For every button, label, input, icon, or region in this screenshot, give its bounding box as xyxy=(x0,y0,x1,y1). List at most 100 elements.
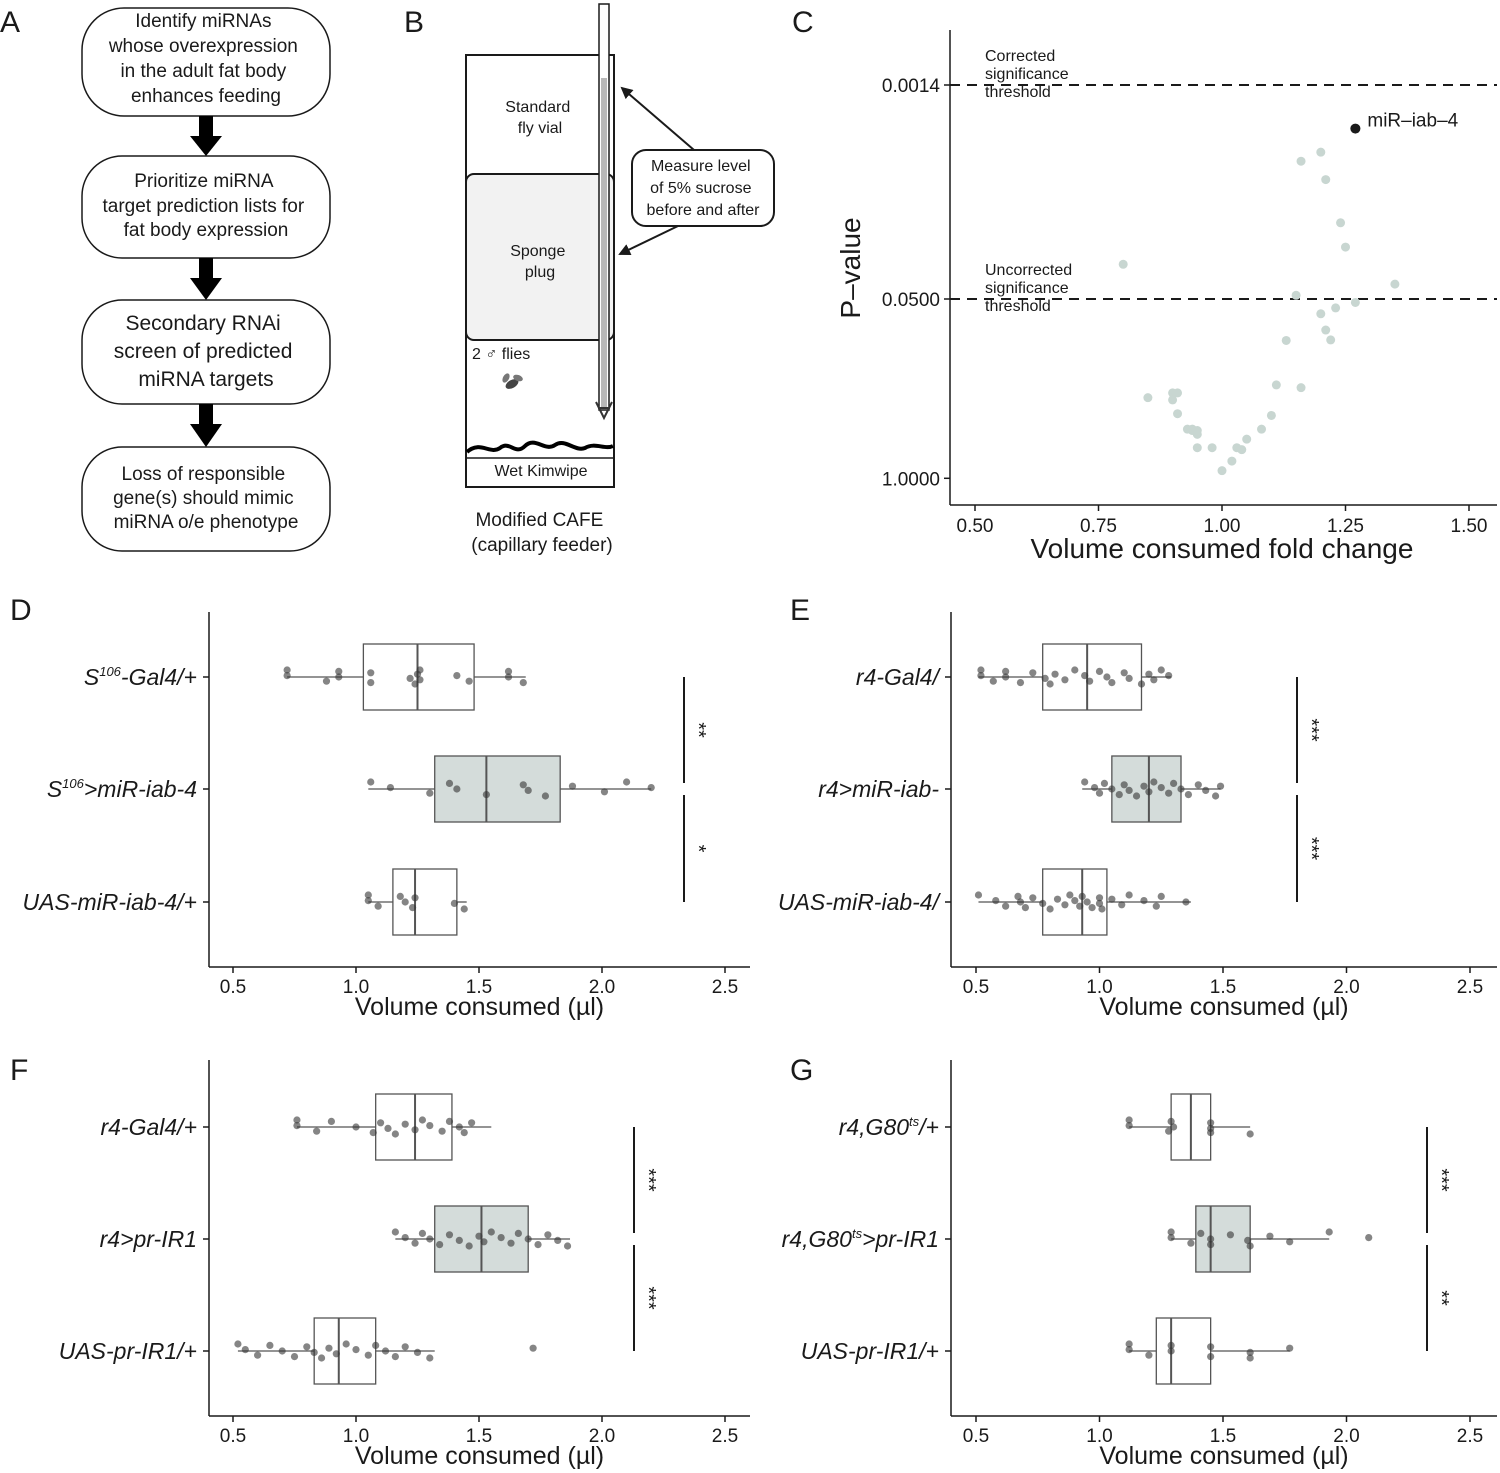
data-point xyxy=(367,778,375,786)
data-point xyxy=(234,1340,242,1348)
data-point xyxy=(1207,1124,1215,1132)
data-point xyxy=(325,1344,333,1352)
callout-arrow-top xyxy=(620,86,695,151)
scatter-point xyxy=(1257,424,1267,434)
data-point xyxy=(386,784,395,792)
data-point xyxy=(411,1126,419,1134)
group-label-part: r4>miR-iab- xyxy=(818,776,939,802)
significance-stars: ** xyxy=(687,722,709,738)
data-point xyxy=(1095,667,1104,676)
data-point xyxy=(563,1242,572,1250)
box xyxy=(313,1317,377,1385)
data-point xyxy=(1167,1347,1175,1355)
sponge-label: Sponge plug xyxy=(510,243,570,281)
data-point xyxy=(1211,792,1220,800)
scatter-point xyxy=(1321,325,1331,335)
scatter-point xyxy=(1321,175,1331,185)
data-point xyxy=(1194,781,1202,789)
data-point xyxy=(554,1236,562,1244)
data-point xyxy=(426,1122,434,1130)
scatter-point xyxy=(1168,395,1178,405)
panel-b: B Standard fly vial Sponge plug 2 ♂ flie… xyxy=(404,3,775,556)
data-point xyxy=(418,1116,427,1124)
data-point xyxy=(1145,788,1153,796)
data-point xyxy=(426,789,434,797)
data-point xyxy=(1165,1127,1173,1135)
flow-step-4-text: Loss of responsible gene(s) should mimic… xyxy=(113,464,299,533)
group-label-part: UAS-pr-IR1/+ xyxy=(801,1338,939,1364)
data-point xyxy=(519,781,527,789)
data-point xyxy=(1021,904,1029,912)
data-point xyxy=(426,1235,434,1243)
data-point xyxy=(1266,1232,1274,1240)
scatter-point xyxy=(1326,335,1336,345)
x-tick-label: 1.5 xyxy=(1210,977,1236,998)
data-point xyxy=(241,1346,249,1354)
x-tick-label: 0.5 xyxy=(220,977,246,998)
data-point xyxy=(504,673,513,681)
highlight-label: miR–iab–4 xyxy=(1367,111,1458,132)
flies-label: 2 ♂ flies xyxy=(472,346,530,363)
data-point xyxy=(1145,670,1153,678)
data-point xyxy=(529,1344,537,1352)
data-point xyxy=(364,891,372,899)
data-point xyxy=(1286,1344,1294,1352)
threshold-label-line: significance xyxy=(985,280,1069,297)
data-point xyxy=(411,1239,419,1247)
data-point xyxy=(1051,670,1059,678)
data-point xyxy=(335,673,343,681)
data-point xyxy=(1066,891,1074,899)
scatter-point xyxy=(1336,218,1346,228)
data-point xyxy=(1177,785,1185,793)
x-tick-label: 1.5 xyxy=(1210,1426,1236,1447)
data-point xyxy=(416,666,424,674)
capillary-fly-icon xyxy=(595,401,613,421)
data-point xyxy=(1246,1242,1254,1250)
group-label: UAS-miR-iab-4/ xyxy=(778,889,942,915)
x-tick-label: 1.00 xyxy=(1204,516,1241,537)
data-point xyxy=(445,1117,454,1125)
data-point xyxy=(1207,1353,1215,1361)
data-point xyxy=(1016,679,1025,687)
data-point xyxy=(310,1348,318,1356)
data-point xyxy=(600,788,609,796)
scatter-point xyxy=(1173,388,1183,398)
data-point xyxy=(1165,672,1173,680)
data-point xyxy=(1046,680,1054,688)
data-point xyxy=(487,1228,495,1236)
group-label-part: r4,G80 xyxy=(839,1114,910,1140)
data-point xyxy=(460,905,468,913)
data-point xyxy=(1152,902,1160,910)
x-tick-label: 1.5 xyxy=(466,977,492,998)
data-point xyxy=(524,1235,532,1243)
data-point xyxy=(426,1354,434,1362)
flow-arrow-1 xyxy=(190,116,222,156)
data-point xyxy=(1365,1234,1373,1242)
data-point xyxy=(384,1124,392,1132)
data-point xyxy=(1061,676,1069,684)
data-point xyxy=(1132,792,1141,800)
group-label-superscript: 106 xyxy=(62,776,84,791)
data-point xyxy=(1100,779,1109,788)
group-label: r4>miR-iab- xyxy=(818,776,939,802)
data-point xyxy=(408,904,417,912)
data-point xyxy=(977,672,985,680)
significance-stars: *** xyxy=(1300,837,1322,861)
group-label-part: r4>pr-IR1 xyxy=(100,1226,197,1252)
data-point xyxy=(455,1236,463,1244)
data-point xyxy=(514,1229,522,1237)
data-point xyxy=(391,1353,399,1361)
data-point xyxy=(416,676,424,684)
group-label-part: UAS-pr-IR1/+ xyxy=(59,1338,197,1364)
data-point xyxy=(1246,1354,1254,1362)
data-point xyxy=(381,1347,390,1355)
group-label: r4>pr-IR1 xyxy=(100,1226,197,1252)
y-tick-label: 0.0014 xyxy=(882,76,941,97)
x-tick-label: 1.50 xyxy=(1451,516,1488,537)
data-point xyxy=(1081,778,1089,786)
data-point xyxy=(1120,781,1128,789)
data-point xyxy=(534,1241,542,1249)
